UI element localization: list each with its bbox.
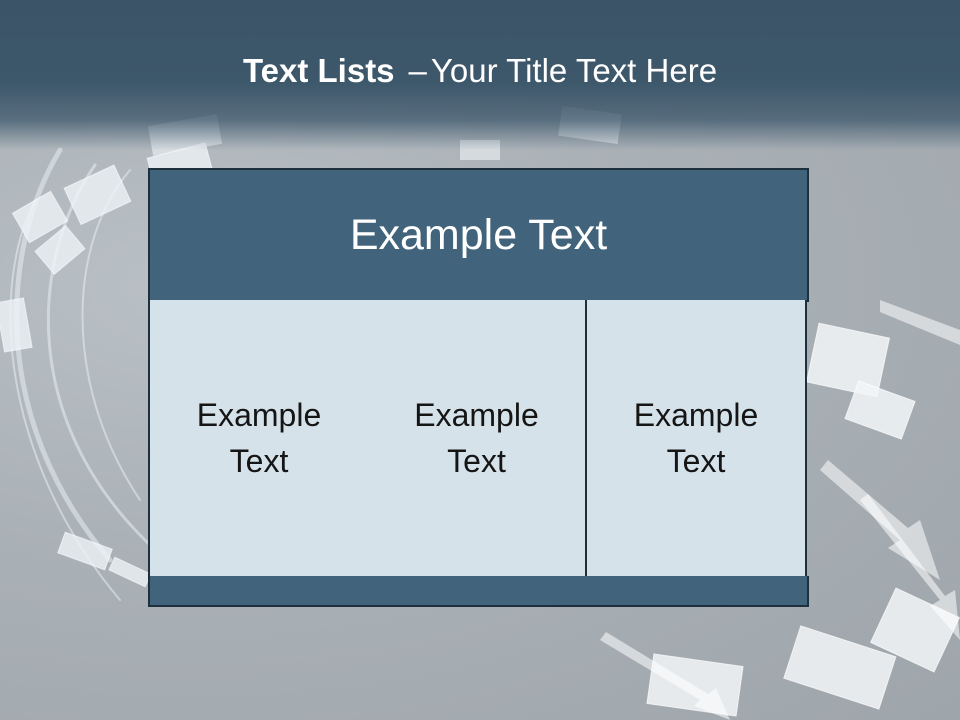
- table-cell-1: Example Text: [148, 300, 370, 578]
- table-cell-3-text: Example Text: [633, 397, 759, 479]
- text-list-table: Example Text Example Text Example Text E…: [148, 168, 809, 609]
- title-subtext: Your Title Text Here: [430, 52, 718, 89]
- slide-title: Text Lists–Your Title Text Here: [0, 52, 960, 90]
- table-cell-3: Example Text: [587, 300, 807, 578]
- table-cell-2: Example Text: [368, 300, 587, 578]
- table-header-text: Example Text: [349, 210, 608, 259]
- title-dash: –: [408, 52, 427, 89]
- title-banner: [0, 0, 960, 150]
- table-header: Example Text: [148, 168, 809, 302]
- table-cell-1-text: Example Text: [196, 397, 322, 479]
- table-cell-2-text: Example Text: [414, 397, 539, 479]
- table-footer-bar: [148, 576, 809, 607]
- title-bold: Text Lists: [242, 52, 395, 89]
